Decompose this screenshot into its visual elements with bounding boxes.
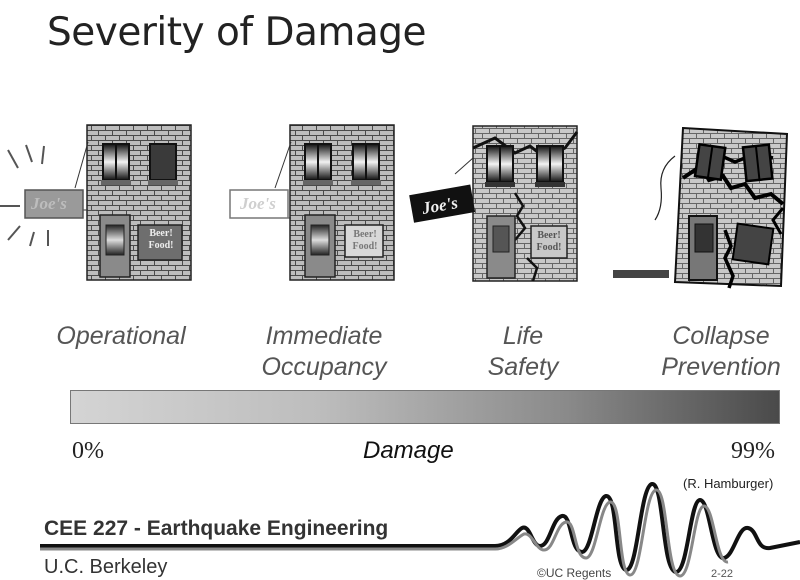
- shaking-lines: [0, 144, 49, 247]
- credit-text: (R. Hamburger): [683, 476, 774, 491]
- beer-label: Beer!: [353, 229, 377, 240]
- building-immediate-occupancy-illustration: [229, 124, 395, 281]
- level-label-immediate-occupancy: Immediate Occupancy: [238, 321, 410, 383]
- damage-axis-label: Damage: [363, 437, 454, 464]
- joes-sign-operational: Joe's: [31, 194, 67, 213]
- building-collapse-prevention-illustration: [613, 126, 789, 289]
- level-label-line2: Safety: [487, 353, 559, 381]
- joes-sign-immediate-occupancy: Joe's: [240, 194, 276, 213]
- damage-gradient-bar: [70, 390, 780, 424]
- slide-number: 2-22: [711, 568, 734, 580]
- copyright-text: ©UC Regents: [537, 566, 612, 580]
- damage-min-label: 0%: [72, 438, 104, 464]
- level-label-line2: Prevention: [661, 353, 781, 381]
- beer-label: Beer!: [149, 228, 173, 239]
- crack-lower: [526, 257, 539, 282]
- level-label-operational: Operational: [40, 321, 202, 352]
- damage-max-label: 99%: [731, 438, 775, 464]
- food-label: Food!: [352, 241, 378, 252]
- beer-food-sign-immediate-occupancy: Beer! Food!: [346, 229, 384, 253]
- beer-food-sign-operational: Beer! Food!: [140, 228, 182, 252]
- slide-title: Severity of Damage: [47, 10, 427, 55]
- food-label: Food!: [536, 242, 562, 253]
- crack-upper: [472, 131, 579, 160]
- university-name: U.C. Berkeley: [44, 556, 168, 578]
- level-label-line1: Collapse: [672, 322, 770, 350]
- beer-food-sign-life-safety: Beer! Food!: [531, 230, 567, 254]
- level-label-line2: Occupancy: [261, 353, 387, 381]
- beer-label: Beer!: [537, 230, 561, 241]
- building-life-safety-illustration: [409, 125, 579, 282]
- level-label-line1: Life: [502, 322, 544, 350]
- level-label-line1: Operational: [56, 322, 186, 350]
- seismogram-logo: [40, 481, 800, 578]
- course-title: CEE 227 - Earthquake Engineering: [44, 517, 389, 540]
- crack-vertical: [723, 229, 735, 289]
- building-operational-illustration: [0, 124, 192, 281]
- level-label-line1: Immediate: [265, 322, 383, 350]
- food-label: Food!: [148, 240, 174, 251]
- level-label-collapse-prevention: Collapse Prevention: [645, 321, 797, 383]
- level-label-life-safety: Life Safety: [463, 321, 583, 383]
- crack-side: [771, 207, 785, 235]
- crack-middle: [513, 192, 527, 241]
